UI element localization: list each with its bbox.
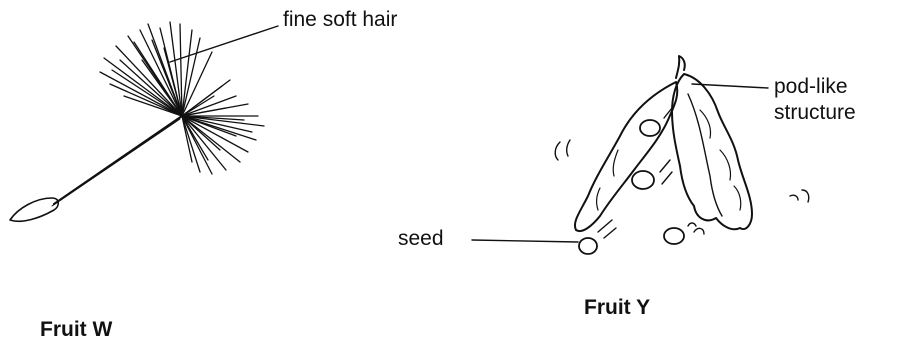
fruit-w-seed-body (10, 198, 58, 221)
pod-seed-2 (632, 171, 654, 189)
fruit-w-caption: Fruit W (40, 318, 112, 342)
fruit-w-hairs (100, 22, 264, 174)
left-pod (575, 82, 677, 231)
pod-label-line2: structure (774, 100, 856, 126)
fine-soft-hair-leader (170, 26, 278, 62)
seed-leader (472, 240, 578, 242)
fruit-y-caption: Fruit Y (584, 296, 650, 320)
falling-seed-right (664, 228, 684, 244)
fruit-y-drawing (555, 56, 809, 254)
fine-soft-hair-label: fine soft hair (283, 8, 397, 32)
seed-label: seed (398, 227, 444, 251)
pod-seed-1 (640, 120, 660, 136)
falling-seed-left (579, 238, 597, 254)
pod-like-structure-label: pod-like structure (774, 74, 856, 126)
fruit-w-stalk (54, 116, 182, 204)
right-pod (672, 74, 752, 229)
fruit-w-drawing (10, 22, 264, 221)
pod-label-line1: pod-like (774, 74, 856, 100)
